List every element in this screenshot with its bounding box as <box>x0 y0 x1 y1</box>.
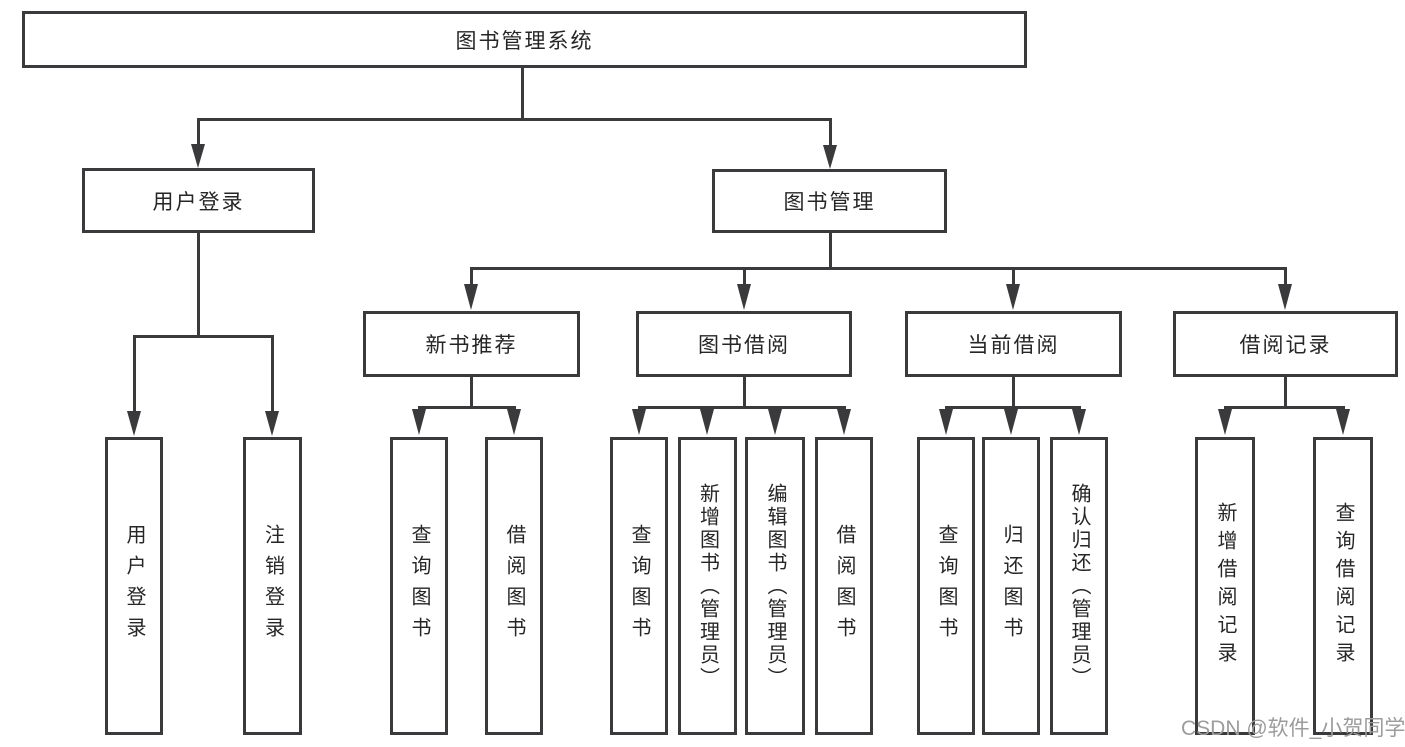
node-label: 图书管理系统 <box>455 29 594 53</box>
connector-line <box>197 118 200 148</box>
connector-line <box>197 118 832 121</box>
arrow-down-icon <box>939 409 953 435</box>
node-user-login: 用户登录 <box>82 168 315 233</box>
arrow-down-icon <box>1218 409 1232 435</box>
node-book-borrowing: 图书借阅 <box>636 311 852 377</box>
leaf-label: 查询图书 <box>408 524 430 648</box>
arrow-down-icon <box>837 409 851 435</box>
connector-line <box>1284 267 1287 285</box>
arrow-down-icon <box>1072 409 1086 435</box>
leaf-search-books-current: 查询图书 <box>917 437 975 735</box>
leaf-search-books-recommend: 查询图书 <box>390 437 448 735</box>
leaf-return-books: 归还图书 <box>982 437 1040 735</box>
connector-line <box>197 232 200 338</box>
leaf-label: 查询图书 <box>935 524 957 648</box>
leaf-search-books-borrow: 查询图书 <box>610 437 668 735</box>
leaf-label: 借阅图书 <box>833 524 855 648</box>
leaf-label: 用户登录 <box>123 524 145 648</box>
leaf-label: 确认归还（管理员） <box>1068 482 1090 690</box>
connector-line <box>418 406 516 409</box>
arrow-down-icon <box>1004 409 1018 435</box>
leaf-logout-login: 注销登录 <box>243 437 302 735</box>
leaf-borrow-books-recommend: 借阅图书 <box>485 437 543 735</box>
arrow-down-icon <box>507 409 521 435</box>
connector-line <box>743 267 746 285</box>
leaf-label: 编辑图书（管理员） <box>764 482 786 690</box>
node-book-management: 图书管理 <box>712 169 947 233</box>
leaf-user-login: 用户登录 <box>105 437 163 735</box>
connector-line <box>638 406 846 409</box>
connector-line <box>470 267 473 285</box>
connector-line <box>743 377 746 409</box>
arrow-down-icon <box>700 409 714 435</box>
arrow-down-icon <box>823 145 837 169</box>
leaf-confirm-return-admin: 确认归还（管理员） <box>1050 437 1108 735</box>
connector-line <box>271 335 274 411</box>
leaf-edit-book-admin: 编辑图书（管理员） <box>745 437 805 735</box>
arrow-down-icon <box>737 284 751 310</box>
node-new-book-recommendation: 新书推荐 <box>363 311 580 377</box>
arrow-down-icon <box>464 284 478 310</box>
leaf-label: 注销登录 <box>261 524 284 648</box>
connector-line <box>1224 406 1345 409</box>
connector-line <box>829 118 832 148</box>
arrow-down-icon <box>632 409 646 435</box>
connector-line <box>1012 377 1015 409</box>
connector-line <box>945 406 1081 409</box>
node-borrowing-records: 借阅记录 <box>1173 311 1398 377</box>
arrow-down-icon <box>1336 409 1350 435</box>
leaf-add-book-admin: 新增图书（管理员） <box>678 437 737 735</box>
leaf-label: 查询借阅记录 <box>1332 502 1354 670</box>
leaf-label: 借阅图书 <box>503 524 525 648</box>
leaf-add-borrow-record: 新增借阅记录 <box>1195 437 1255 735</box>
node-label: 用户登录 <box>152 190 245 214</box>
arrow-down-icon <box>265 411 279 436</box>
connector-line <box>829 233 832 270</box>
connector-line <box>133 335 136 411</box>
connector-line <box>470 377 473 409</box>
connector-line <box>470 267 1287 270</box>
node-label: 图书借阅 <box>698 334 790 357</box>
leaf-label: 新增借阅记录 <box>1214 502 1236 670</box>
connector-line <box>1284 377 1287 409</box>
node-label: 图书管理 <box>783 191 876 214</box>
arrow-down-icon <box>1278 284 1292 310</box>
arrow-down-icon <box>768 409 782 435</box>
leaf-label: 新增图书（管理员） <box>696 482 719 690</box>
node-current-borrowing: 当前借阅 <box>905 311 1122 377</box>
leaf-label: 查询图书 <box>628 524 650 648</box>
connector-line <box>521 67 524 120</box>
node-label: 当前借阅 <box>967 334 1060 357</box>
arrow-down-icon <box>191 144 205 168</box>
node-library-system: 图书管理系统 <box>22 11 1027 68</box>
arrow-down-icon <box>127 411 141 436</box>
leaf-search-borrow-record: 查询借阅记录 <box>1313 437 1373 735</box>
arrow-down-icon <box>412 409 426 435</box>
arrow-down-icon <box>1006 284 1020 310</box>
leaf-label: 归还图书 <box>1000 524 1022 648</box>
connector-line <box>1012 267 1015 285</box>
node-label: 新书推荐 <box>425 334 518 357</box>
connector-line <box>133 335 274 338</box>
leaf-borrow-books: 借阅图书 <box>815 437 873 735</box>
watermark: CSDN @软件_小贺同学 <box>1181 717 1405 740</box>
node-label: 借阅记录 <box>1239 334 1332 357</box>
